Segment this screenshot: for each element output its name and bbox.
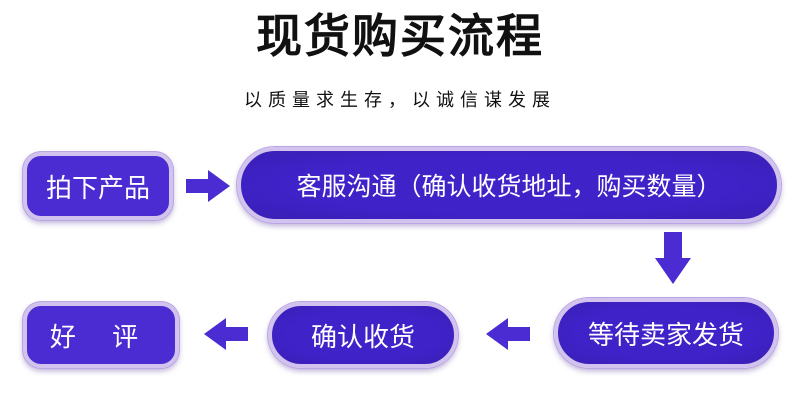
step-wait-shipping: 等待卖家发货 [554, 298, 778, 368]
arrow-down-icon [655, 232, 691, 284]
step-good-review: 好 评 [23, 302, 179, 368]
page-title: 现货购买流程 [256, 9, 544, 63]
step-customer-service-label: 客服沟通（确认收货地址，购买数量） [296, 172, 722, 201]
step-place-order: 拍下产品 [23, 152, 173, 220]
step-customer-service: 客服沟通（确认收货地址，购买数量） [237, 147, 781, 223]
page-subtitle: 以质量求生存，以诚信谋发展 [244, 90, 556, 111]
arrow-left-icon [204, 318, 248, 350]
step-confirm-receipt: 确认收货 [268, 302, 458, 368]
step-good-review-label: 好 评 [49, 322, 153, 353]
step-place-order-label: 拍下产品 [45, 173, 150, 204]
step-confirm-receipt-label: 确认收货 [310, 322, 415, 353]
step-wait-shipping-label: 等待卖家发货 [587, 320, 744, 351]
arrow-right-icon [186, 170, 230, 202]
arrow-left-icon [486, 318, 530, 350]
